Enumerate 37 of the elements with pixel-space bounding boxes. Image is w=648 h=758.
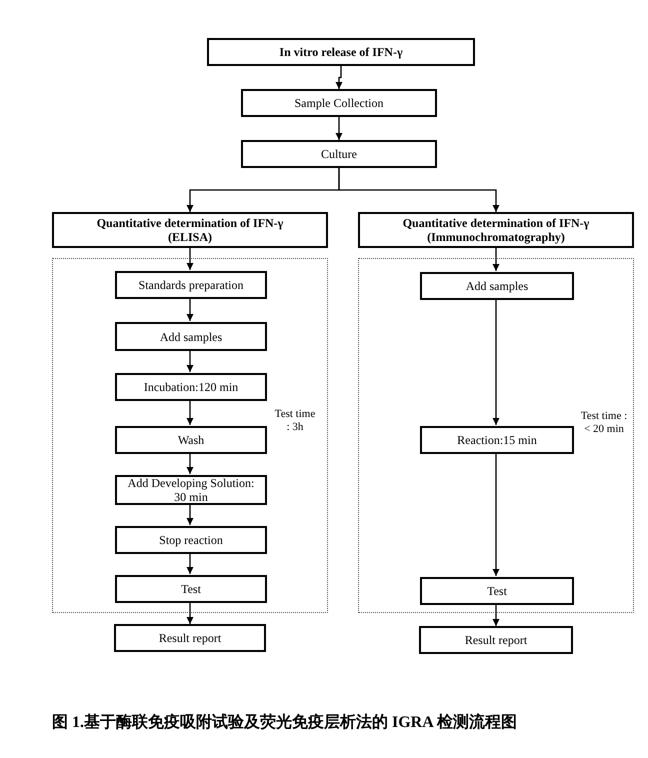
arrow	[492, 299, 500, 425]
process-box: Sample Collection	[241, 89, 437, 117]
arrow	[186, 400, 194, 425]
heading-box: In vitro release of IFN-γ	[207, 38, 475, 66]
dotted-group-frame	[358, 258, 634, 613]
arrow	[186, 602, 194, 624]
process-box: Stop reaction	[115, 526, 267, 554]
process-box: Result report	[114, 624, 266, 652]
arrow	[492, 604, 500, 626]
process-box: Test	[420, 577, 574, 605]
arrow	[336, 117, 342, 140]
arrow	[186, 453, 194, 474]
process-box: Reaction:15 min	[420, 426, 574, 454]
arrow	[186, 298, 194, 321]
test-time-note: Test time : < 20 min	[580, 410, 628, 436]
arrow	[338, 168, 500, 212]
test-time-note: Test time : 3h	[274, 408, 316, 434]
dotted-group-frame	[52, 258, 328, 613]
process-box: Result report	[419, 626, 573, 654]
process-box: Add samples	[115, 322, 267, 351]
arrow	[186, 350, 194, 372]
process-box: Incubation:120 min	[115, 373, 267, 401]
figure-caption: 图 1.基于酶联免疫吸附试验及荧光免疫层析法的 IGRA 检测流程图	[52, 712, 517, 733]
arrow	[336, 66, 342, 89]
process-box: Test	[115, 575, 267, 603]
process-box: Add Developing Solution: 30 min	[115, 475, 267, 505]
process-box: Add samples	[420, 272, 574, 300]
heading-box: Quantitative determination of IFN-γ (Immunochromatography)	[358, 212, 634, 248]
heading-box: Quantitative determination of IFN-γ (ELISA)	[52, 212, 328, 248]
process-box: Culture	[241, 140, 437, 168]
arrow	[492, 248, 500, 271]
arrow	[492, 453, 500, 576]
process-box: Standards preparation	[115, 271, 267, 299]
arrow	[186, 504, 194, 525]
arrow	[186, 248, 194, 270]
arrow	[186, 553, 194, 574]
process-box: Wash	[115, 426, 267, 454]
